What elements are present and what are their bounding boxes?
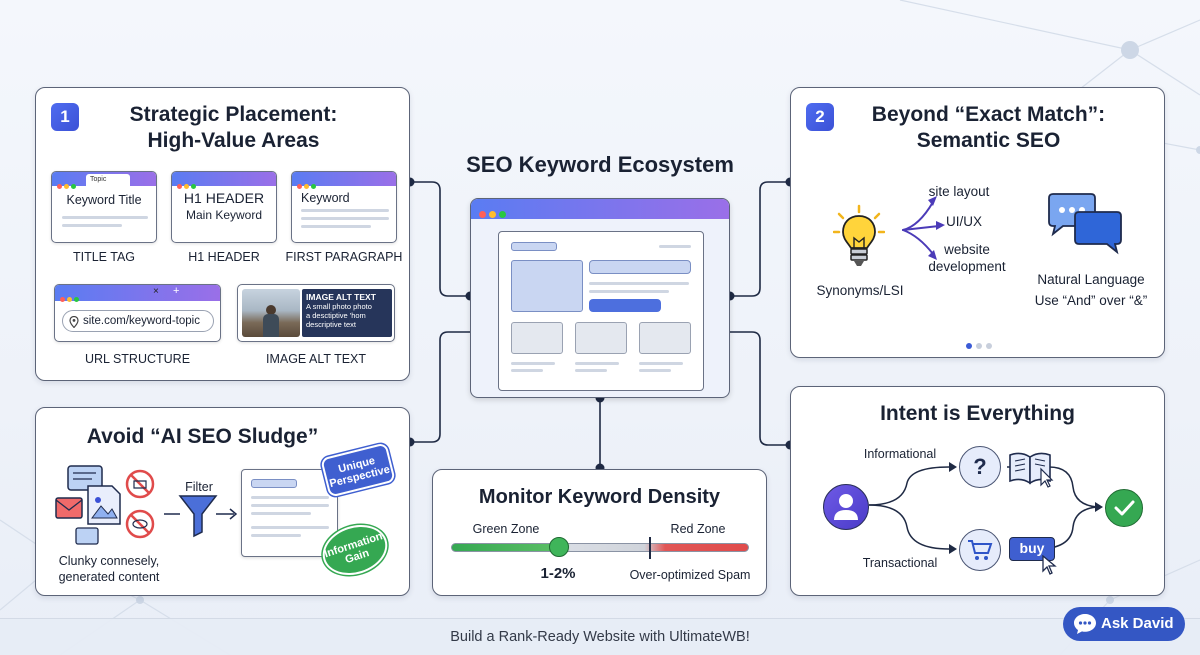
alt-text-line-3: descriptive text [306, 320, 357, 329]
lightbulb-icon [833, 204, 885, 266]
buy-label: buy [1019, 540, 1045, 556]
website-wireframe [498, 231, 704, 391]
url-structure-thumbnail: × + site.com/keyword-topic [54, 284, 221, 342]
intent-card: Intent is Everything Informational Trans… [790, 386, 1165, 596]
title-tag-thumbnail: Topic Keyword Title [51, 171, 157, 243]
main-keyword-text: Main Keyword [185, 208, 263, 222]
main-title: SEO Keyword Ecosystem [466, 152, 734, 177]
check-icon [1105, 489, 1143, 527]
clunky-caption-line1: Clunky connesely, [58, 554, 160, 568]
user-avatar [823, 484, 869, 530]
keyword-title-text: Keyword Title [66, 193, 142, 207]
target-density: 1-2% [540, 565, 576, 582]
alt-text-line-2: a desctiptive 'hom [306, 311, 366, 320]
buy-button[interactable]: buy [1009, 537, 1055, 561]
filter-label: Filter [185, 480, 213, 494]
footer-text: Build a Rank-Ready Website with Ultimate… [450, 629, 750, 645]
url-structure-caption: URL STRUCTURE [84, 352, 191, 366]
chat-bubbles-icon [1048, 193, 1122, 255]
photo-image [242, 289, 300, 337]
placement-title-line1: Strategic Placement: [129, 103, 338, 126]
alt-text-heading: IMAGE ALT TEXT [306, 292, 376, 302]
over-optimized-label: Over-optimized Spam [629, 568, 751, 582]
cart-icon [959, 529, 1001, 571]
density-title: Monitor Keyword Density [478, 486, 721, 508]
alt-text-box: IMAGE ALT TEXT A small photo photo a des… [302, 289, 392, 337]
user-icon [833, 493, 858, 520]
chat-bubble-icon [1074, 614, 1096, 634]
location-pin-icon [69, 316, 79, 328]
h1-header-thumbnail: H1 HEADER Main Keyword [171, 171, 277, 243]
term-site-layout: site layout [928, 184, 990, 199]
unique-perspective-stamp: Unique Perspective [320, 442, 396, 498]
first-paragraph-caption: FIRST PARAGRAPH [285, 250, 403, 264]
central-browser-window [470, 198, 730, 398]
synonyms-label: Synonyms/LSI [816, 283, 904, 298]
sludge-title: Avoid “AI SEO Sludge” [86, 425, 319, 448]
informational-label: Informational [863, 447, 937, 461]
red-zone-label: Red Zone [670, 522, 726, 536]
semantic-title-line1: Beyond “Exact Match”: [871, 103, 1106, 126]
close-icon: × [153, 286, 159, 297]
green-zone-label: Green Zone [472, 522, 540, 536]
transactional-label: Transactional [862, 556, 938, 570]
topic-tab: Topic [86, 174, 130, 186]
ask-david-label: Ask David [1101, 615, 1174, 632]
image-alt-thumbnail: IMAGE ALT TEXT A small photo photo a des… [237, 284, 395, 342]
question-icon: ? [959, 446, 1001, 488]
keyword-paragraph-text: Keyword [301, 191, 350, 205]
term-ui-ux: UI/UX [945, 214, 982, 229]
title-tag-caption: TITLE TAG [72, 250, 136, 264]
step-badge-1: 1 [51, 103, 79, 131]
density-card: Monitor Keyword Density Green Zone Red Z… [432, 469, 767, 596]
cursor-icon [1042, 555, 1057, 575]
clunky-caption-line2: generated content [58, 570, 160, 584]
plus-icon: + [173, 285, 180, 297]
carousel-dots[interactable] [966, 336, 1006, 354]
branch-arrows [902, 196, 945, 260]
ask-david-button[interactable]: Ask David [1063, 607, 1185, 641]
footer-bar: Build a Rank-Ready Website with Ultimate… [0, 618, 1200, 655]
term-development: development [928, 259, 1006, 274]
clunky-content-icon [55, 465, 155, 545]
step-badge-2: 2 [806, 103, 834, 131]
open-book-icon [1009, 452, 1054, 488]
h1-header-caption: H1 HEADER [188, 250, 260, 264]
danger-threshold-line [649, 537, 651, 559]
natural-language-line1: Natural Language [1037, 272, 1145, 287]
natural-language-line2: Use “And” over “&” [1034, 293, 1148, 308]
clean-content-page [241, 469, 338, 557]
alt-text-line-1: A small photo photo [306, 302, 372, 311]
term-website: website [944, 242, 990, 257]
url-bar: site.com/keyword-topic [62, 310, 214, 332]
image-alt-caption: IMAGE ALT TEXT [265, 352, 367, 366]
intent-flow-lines [868, 462, 1103, 554]
filter-funnel-icon [164, 495, 238, 538]
density-gauge [451, 537, 749, 559]
placement-title-line2: High-Value Areas [147, 129, 320, 152]
first-paragraph-thumbnail: Keyword [291, 171, 397, 243]
placement-card: 1 Strategic Placement: High-Value Areas … [35, 87, 410, 381]
semantic-card: 2 Beyond “Exact Match”: Semantic SEO Syn… [790, 87, 1165, 358]
intent-title: Intent is Everything [880, 402, 1075, 425]
h1-header-text: H1 HEADER [183, 190, 265, 206]
density-slider-knob[interactable] [549, 537, 569, 557]
semantic-title-line2: Semantic SEO [916, 129, 1061, 152]
url-text: site.com/keyword-topic [83, 315, 200, 327]
sludge-card: Avoid “AI SEO Sludge” Clunky connesely, … [35, 407, 410, 596]
